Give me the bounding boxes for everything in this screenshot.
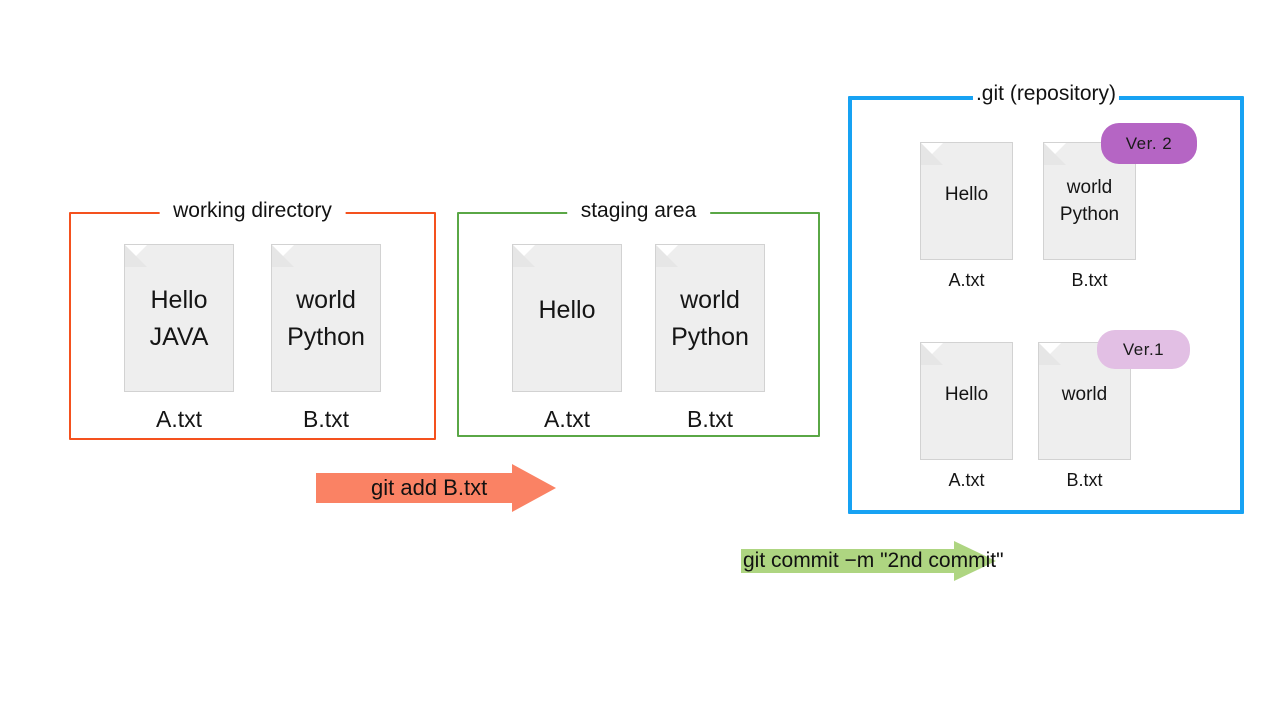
file-content-line: Python [287,322,365,351]
file-name-label: A.txt [155,406,202,432]
page-fold-icon [921,143,943,165]
file-name-label: B.txt [1066,470,1103,490]
file-card: Hello [512,244,622,392]
file-content: world Python [272,283,380,354]
file-item-staging-b: world Python B.txt [655,244,765,434]
version-badge-ver1: Ver.1 [1097,330,1190,369]
file-content-line: world [296,285,356,314]
file-name-label: A.txt [948,270,985,290]
file-content: world Python [656,283,764,354]
file-item-working-b: world Python B.txt [271,244,381,434]
file-content-line: Python [671,322,749,351]
file-content: Hello [921,182,1012,208]
page-fold-icon [1039,343,1061,365]
file-item-staging-a: Hello A.txt [512,244,622,434]
file-content-line: Hello [944,384,989,405]
file-item-working-a: Hello JAVA A.txt [124,244,234,434]
file-item-repo-v1-b: world B.txt [1038,342,1131,492]
git-commit-arrow: git commit −m "2nd commit" [741,541,1004,581]
file-name-label: B.txt [302,406,349,432]
file-content-line: world [1066,176,1113,198]
repository-panel: .git (repository) Ver. 2 Hello A.txt wor… [848,80,1244,514]
file-content: Hello [513,293,621,327]
file-content: world [1039,382,1130,408]
file-name-label: A.txt [948,470,985,490]
git-add-arrow: git add B.txt [316,464,556,512]
file-content-line: Python [1059,203,1120,225]
page-fold-icon [125,245,147,267]
file-content-line: Hello [944,184,989,205]
page-fold-icon [921,343,943,365]
version-badge-ver2: Ver. 2 [1101,123,1197,164]
file-card: Hello JAVA [124,244,234,392]
staging-area-panel: staging area Hello A.txt world Python B.… [457,197,820,437]
file-content: world Python [1044,175,1135,228]
staging-area-title: staging area [566,197,711,225]
git-commit-arrow-shape [741,541,996,581]
page-fold-icon [272,245,294,267]
file-content-line: world [680,285,740,314]
file-item-repo-v2-a: Hello A.txt [920,142,1013,292]
git-add-arrow-shape [316,464,556,512]
file-card: world Python [655,244,765,392]
file-name-label: A.txt [543,406,590,432]
file-content-line: JAVA [149,322,209,351]
file-content: Hello [921,382,1012,408]
file-content-line: Hello [538,296,596,324]
page-fold-icon [513,245,535,267]
page-fold-icon [1044,143,1066,165]
file-card: world [1038,342,1131,460]
file-card: Hello [920,342,1013,460]
repository-title: .git (repository) [972,80,1120,108]
file-card: world Python [271,244,381,392]
file-card: Hello [920,142,1013,260]
file-content-line: world [1061,384,1108,405]
page-fold-icon [656,245,678,267]
file-name-label: B.txt [1071,270,1108,290]
working-directory-title: working directory [159,197,346,225]
working-directory-panel: working directory Hello JAVA A.txt world… [69,197,436,440]
file-item-repo-v2-b: world Python B.txt [1043,142,1136,292]
file-item-repo-v1-a: Hello A.txt [920,342,1013,492]
file-content: Hello JAVA [125,283,233,354]
file-content-line: Hello [150,285,208,314]
file-name-label: B.txt [686,406,733,432]
